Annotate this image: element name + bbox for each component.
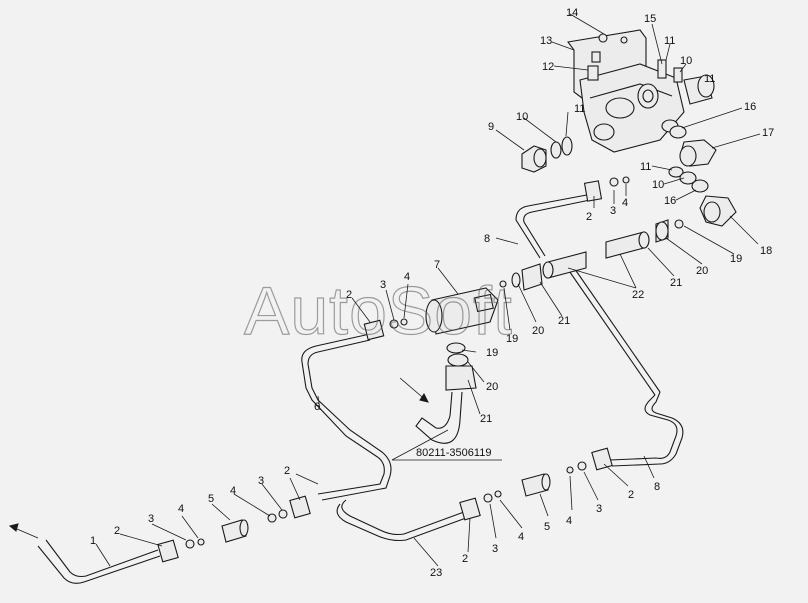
callout-12: 12 (542, 61, 554, 73)
callout-11-top: 11 (664, 35, 675, 47)
callout-16-top: 16 (744, 101, 756, 113)
callout-3-lower: 3 (492, 543, 498, 555)
washer-part-3-c (483, 493, 493, 503)
callout-19-right: 19 (730, 253, 742, 265)
washer-part-10 (550, 141, 562, 159)
callout-5-lower: 5 (544, 521, 550, 533)
callout-11-mid: 11 (640, 161, 651, 173)
callout-8-lower: 8 (654, 481, 660, 493)
pipe-part-8-upper (515, 176, 630, 259)
callout-3-upper: 3 (610, 205, 616, 217)
callout-4-upper: 4 (622, 197, 628, 209)
nut-part-2-d (591, 447, 613, 471)
callout-10-left: 10 (516, 111, 528, 123)
callout-4-mid: 4 (404, 271, 410, 283)
callout-20-mid: 20 (532, 325, 544, 337)
callout-11-right: 11 (704, 73, 715, 85)
pipe-part-6 (301, 318, 408, 501)
callout-7: 7 (434, 259, 440, 271)
callout-6: 6 (314, 401, 320, 413)
callout-19-center: 19 (486, 347, 498, 359)
callout-4-lower-right: 4 (566, 515, 572, 527)
callout-2-mid: 2 (346, 289, 352, 301)
pipe-part-8-diagonal (564, 264, 656, 396)
washer-part-4-a (197, 538, 205, 546)
callout-23: 23 (430, 567, 442, 579)
callout-10-mid: 10 (652, 179, 664, 191)
washer-part-3-a (185, 539, 195, 549)
washer-part-4-d (566, 466, 574, 474)
nut-part-2-b (289, 495, 311, 519)
callout-3-far-left: 3 (148, 513, 154, 525)
callout-3-lower-right: 3 (596, 503, 602, 515)
callout-17: 17 (762, 127, 774, 139)
fittings-group-right (499, 219, 684, 291)
callout-8-upper: 8 (484, 233, 490, 245)
washer-part-3-b (278, 509, 288, 519)
callout-2-far-left: 2 (114, 525, 120, 537)
callout-21-center: 21 (480, 413, 492, 425)
callout-15: 15 (644, 13, 656, 25)
callout-13: 13 (540, 35, 552, 47)
callout-5-left: 5 (208, 493, 214, 505)
callout-21-mid: 21 (558, 315, 570, 327)
plug-part-9 (521, 145, 547, 173)
watermark-text: AutoSoft (244, 273, 513, 349)
washer-part-11 (561, 136, 573, 156)
callout-20-right: 20 (696, 265, 708, 277)
callout-2-lower: 2 (462, 553, 468, 565)
coupling-part-5-b (521, 473, 551, 497)
callout-3-mid: 3 (380, 279, 386, 291)
callout-14: 14 (566, 7, 578, 19)
callout-10-top: 10 (680, 55, 692, 67)
connector-part-7 (425, 287, 499, 335)
callout-4-far-left: 4 (178, 503, 184, 515)
callout-11-left: 11 (574, 103, 585, 115)
nut-part-2-c (459, 497, 481, 521)
pipe-part-8-lower (609, 394, 678, 461)
callout-2-upper: 2 (586, 211, 592, 223)
callout-2-left: 2 (284, 465, 290, 477)
washer-part-4-c (494, 490, 502, 498)
brake-valve-assembly (521, 29, 737, 227)
pipe-part-23 (336, 499, 467, 542)
coupling-part-5-a (221, 519, 249, 543)
callout-1: 1 (90, 535, 96, 547)
callout-22: 22 (632, 289, 644, 301)
callout-9: 9 (488, 121, 494, 133)
nut-part-2-a (157, 539, 179, 563)
callout-4-left: 4 (230, 485, 236, 497)
bent-pipe-part-21-center (415, 342, 477, 444)
callout-2-lower-right: 2 (628, 489, 634, 501)
callout-21-right: 21 (670, 277, 682, 289)
pipe-part-1 (37, 539, 161, 584)
callout-16-mid: 16 (664, 195, 676, 207)
callout-3-left: 3 (258, 475, 264, 487)
callout-labels: 14 13 12 15 11 10 11 16 17 11 10 9 11 10… (90, 7, 774, 579)
callout-18: 18 (760, 245, 772, 257)
callout-19-mid: 19 (506, 333, 518, 345)
washer-part-3-d (577, 461, 587, 471)
assembly-code-label: 80211-3506119 (416, 447, 491, 459)
callout-4-lower: 4 (518, 531, 524, 543)
callout-20-center: 20 (486, 381, 498, 393)
